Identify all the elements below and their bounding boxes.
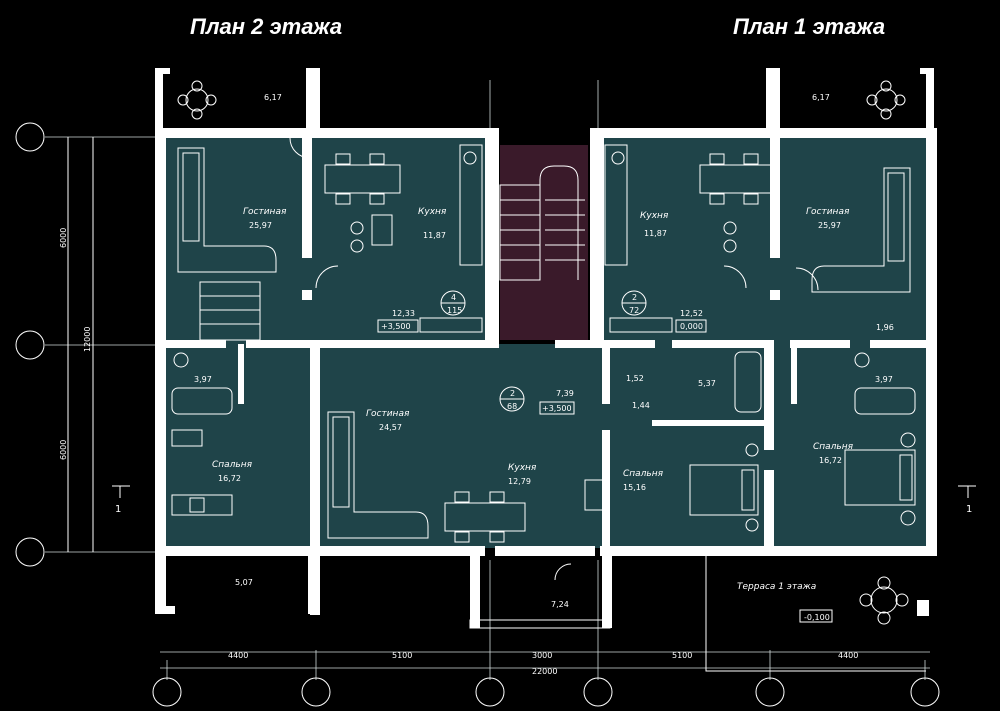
area-living-r: 25,97 — [818, 221, 841, 230]
room-name-kitchen-r: Кухня — [640, 211, 669, 221]
apt-tag-l-area: 115 — [447, 306, 462, 315]
area-bedroom-r: 16,72 — [819, 456, 842, 465]
area-bedroom-l: 16,72 — [218, 474, 241, 483]
room-name-bedroom-r: Спальня — [813, 442, 854, 452]
area-kitchen-l: 11,87 — [423, 231, 446, 240]
area-kitchen-r: 11,87 — [644, 229, 667, 238]
area-hall-r: 12,52 — [680, 309, 703, 318]
apt-tag-c-area: 68 — [507, 402, 517, 411]
room-name-bedroom-l: Спальня — [212, 460, 253, 470]
area-balcony-l-top: 6,17 — [264, 93, 282, 102]
dim-vertical-top: 6000 — [59, 228, 68, 248]
apt-tag-r-area: 72 — [629, 306, 639, 315]
section-mark-left: 1 — [115, 504, 121, 515]
room-name-living-c: Гостиная — [366, 409, 410, 419]
level-terrace: -0,100 — [804, 613, 830, 622]
dim-h-4: 5100 — [672, 651, 692, 660]
apt-tag-c-num: 2 — [510, 389, 515, 398]
area-kitchen-c: 12,79 — [508, 477, 531, 486]
dim-vertical-bottom: 6000 — [59, 440, 68, 460]
room-name-living-l: Гостиная — [243, 207, 287, 217]
area-hall-c: 7,39 — [556, 389, 574, 398]
level-hall-l: +3,500 — [381, 322, 411, 331]
dimensions: 6000 12000 6000 4400 5100 3000 5100 4400… — [59, 228, 972, 676]
area-wc-c: 1,52 — [626, 374, 644, 383]
area-bath-c: 5,37 — [698, 379, 716, 388]
level-hall-r: 0,000 — [680, 322, 703, 331]
room-name-kitchen-l: Кухня — [418, 207, 447, 217]
dim-h-2: 5100 — [392, 651, 412, 660]
dim-h-3: 3000 — [532, 651, 552, 660]
area-wc-r-small: 1,96 — [876, 323, 894, 332]
stairwell — [500, 145, 588, 340]
area-balcony-r-top: 6,17 — [812, 93, 830, 102]
dim-h-5: 4400 — [838, 651, 858, 660]
apt-tag-r-num: 2 — [632, 293, 637, 302]
area-hall-l: 12,33 — [392, 309, 415, 318]
room-name-living-r: Гостиная — [806, 207, 850, 217]
room-fills — [166, 137, 928, 548]
dim-vertical-total: 12000 — [83, 327, 92, 352]
area-balcony-l-bot: 5,07 — [235, 578, 253, 587]
area-bath-l: 3,97 — [194, 375, 212, 384]
floor2-plan-title: План 2 этажа — [190, 14, 343, 39]
apartment-tags — [377, 290, 833, 623]
dim-total: 22000 — [532, 667, 557, 676]
dim-h-1: 4400 — [228, 651, 248, 660]
section-mark-right: 1 — [966, 504, 972, 515]
area-living-l: 25,97 — [249, 221, 272, 230]
area-living-c: 24,57 — [379, 423, 402, 432]
furniture — [171, 80, 926, 672]
room-name-bedroom-c: Спальня — [623, 469, 664, 479]
apt-tag-l-num: 4 — [451, 293, 456, 302]
area-bedroom-c: 15,16 — [623, 483, 646, 492]
floor1-plan-title: План 1 этажа — [733, 14, 886, 39]
level-hall-c: +3,500 — [542, 404, 572, 413]
axis-markers — [15, 122, 976, 707]
room-name-terrace: Терраса 1 этажа — [737, 582, 816, 592]
walls — [155, 68, 937, 629]
room-name-kitchen-c: Кухня — [508, 463, 537, 473]
area-porch: 7,24 — [551, 600, 569, 609]
area-bath-r: 3,97 — [875, 375, 893, 384]
room-labels: 6,17 6,17 Гостиная 25,97 Кухня 11,87 12,… — [194, 93, 894, 622]
area-corr-c: 1,44 — [632, 401, 650, 410]
